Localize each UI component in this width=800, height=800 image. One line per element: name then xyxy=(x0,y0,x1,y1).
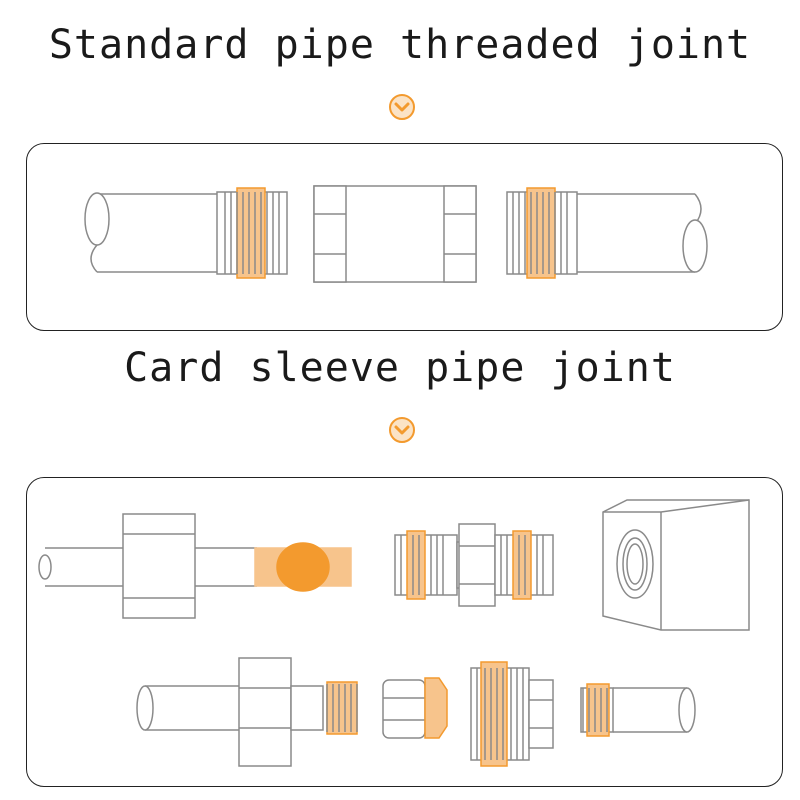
chevron-down-circle-icon xyxy=(389,94,415,120)
coupling xyxy=(313,185,477,283)
card-sleeve-joint-illustration xyxy=(38,499,750,767)
card-sleeve-joint-panel xyxy=(26,477,783,787)
pipe-with-nut-bottom xyxy=(136,657,358,767)
section-title-threaded: Standard pipe threaded joint xyxy=(48,22,752,68)
right-thread xyxy=(506,187,578,279)
right-pipe xyxy=(577,193,708,273)
union-fitting xyxy=(394,523,554,607)
threaded-block xyxy=(602,499,750,631)
chevron-down-circle-icon xyxy=(389,417,415,443)
section-title-card-sleeve: Card sleeve pipe joint xyxy=(124,345,676,391)
sleeve-nut xyxy=(382,677,448,739)
left-thread xyxy=(224,187,280,279)
threaded-coupling xyxy=(470,661,554,767)
short-threaded-pipe xyxy=(580,683,696,737)
pipe-with-nut xyxy=(38,513,352,619)
threaded-joint-illustration xyxy=(84,185,708,283)
threaded-joint-panel xyxy=(26,143,783,331)
